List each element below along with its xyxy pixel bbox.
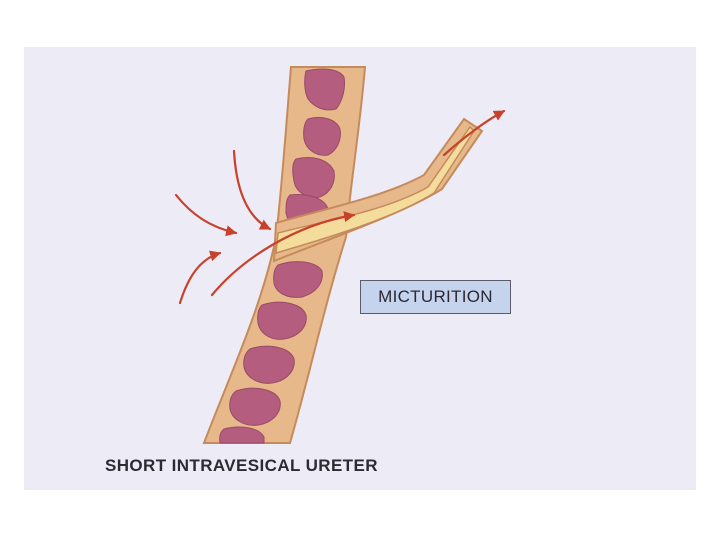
slide-background xyxy=(24,47,696,490)
figure-caption: SHORT INTRAVESICAL URETER xyxy=(105,456,378,475)
mucosa-fold xyxy=(273,261,323,298)
flow-arrow xyxy=(232,149,272,231)
flow-arrow xyxy=(210,211,356,297)
flow-arrows xyxy=(174,109,506,305)
mucosa-fold xyxy=(304,68,345,111)
mucosa-fold xyxy=(292,157,335,198)
flow-arrow xyxy=(178,250,222,305)
ureter-illustration xyxy=(174,66,506,444)
flow-arrow xyxy=(442,109,506,157)
micturition-label: MICTURITION xyxy=(360,280,511,314)
mucosa-fold xyxy=(243,345,295,384)
mucosa-fold xyxy=(257,301,307,340)
mucosa-fold xyxy=(229,387,281,426)
mucosa-fold xyxy=(303,116,341,156)
mucosa-fold xyxy=(219,426,265,444)
flow-arrow xyxy=(174,193,238,237)
